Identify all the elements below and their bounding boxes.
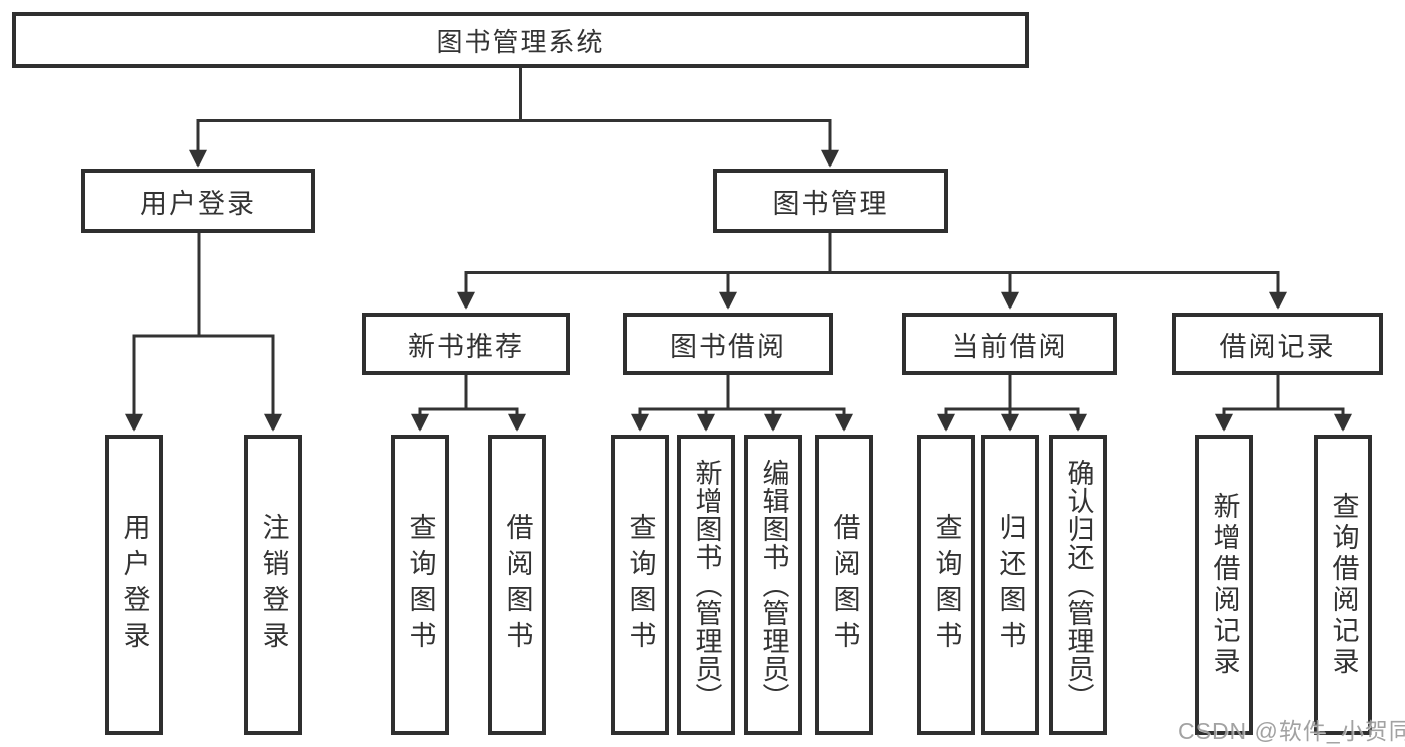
connector-book-borrow-group <box>631 375 853 432</box>
leaf-recommend-borrow-books: 借阅图书 <box>488 435 546 735</box>
leaf-label: 查询图书 <box>931 513 962 657</box>
node-user-login: 用户登录 <box>81 169 315 233</box>
watermark: CSDN @软件_小贺同学 <box>1178 718 1405 744</box>
leaf-label: 编辑图书（管理员） <box>758 459 789 711</box>
leaf-records-add-record: 新增借阅记录 <box>1195 435 1253 735</box>
leaf-user-login: 用户登录 <box>105 435 163 735</box>
node-book-borrow: 图书借阅 <box>623 313 833 375</box>
leaf-current-return-books: 归还图书 <box>981 435 1039 735</box>
leaf-label: 借阅图书 <box>502 513 533 657</box>
connector-book-management-to-level3 <box>457 232 1287 310</box>
leaf-borrow-borrow-books: 借阅图书 <box>815 435 873 735</box>
leaf-current-query-books: 查询图书 <box>917 435 975 735</box>
node-new-book-recommend: 新书推荐 <box>362 313 570 375</box>
connector-current-borrow-group <box>937 375 1087 432</box>
leaf-borrow-edit-books-admin: 编辑图书（管理员） <box>744 435 802 735</box>
leaf-label: 归还图书 <box>995 513 1026 657</box>
node-borrow-records: 借阅记录 <box>1172 313 1383 375</box>
leaf-borrow-query-books: 查询图书 <box>611 435 669 735</box>
leaf-recommend-query-books: 查询图书 <box>391 435 449 735</box>
node-book-management: 图书管理 <box>713 169 948 233</box>
leaf-label: 确认归还（管理员） <box>1063 459 1094 711</box>
connector-user-login-group <box>125 232 282 432</box>
leaf-label: 查询图书 <box>625 513 656 657</box>
leaf-label: 借阅图书 <box>829 513 860 657</box>
leaf-label: 查询借阅记录 <box>1328 492 1359 678</box>
connector-new-book-recommend-group <box>411 375 526 432</box>
leaf-label: 用户登录 <box>119 513 150 657</box>
connector-root-to-level2 <box>189 67 839 168</box>
node-library-management-system: 图书管理系统 <box>12 12 1029 68</box>
leaf-label: 查询图书 <box>405 513 436 657</box>
leaf-current-confirm-return-admin: 确认归还（管理员） <box>1049 435 1107 735</box>
connector-borrow-records-group <box>1215 375 1352 432</box>
leaf-label: 注销登录 <box>258 513 289 657</box>
leaf-label: 新增图书（管理员） <box>691 459 722 711</box>
leaf-records-query-record: 查询借阅记录 <box>1314 435 1372 735</box>
leaf-label: 新增借阅记录 <box>1209 492 1240 678</box>
node-current-borrow: 当前借阅 <box>902 313 1117 375</box>
leaf-borrow-add-books-admin: 新增图书（管理员） <box>677 435 735 735</box>
leaf-logout-login: 注销登录 <box>244 435 302 735</box>
